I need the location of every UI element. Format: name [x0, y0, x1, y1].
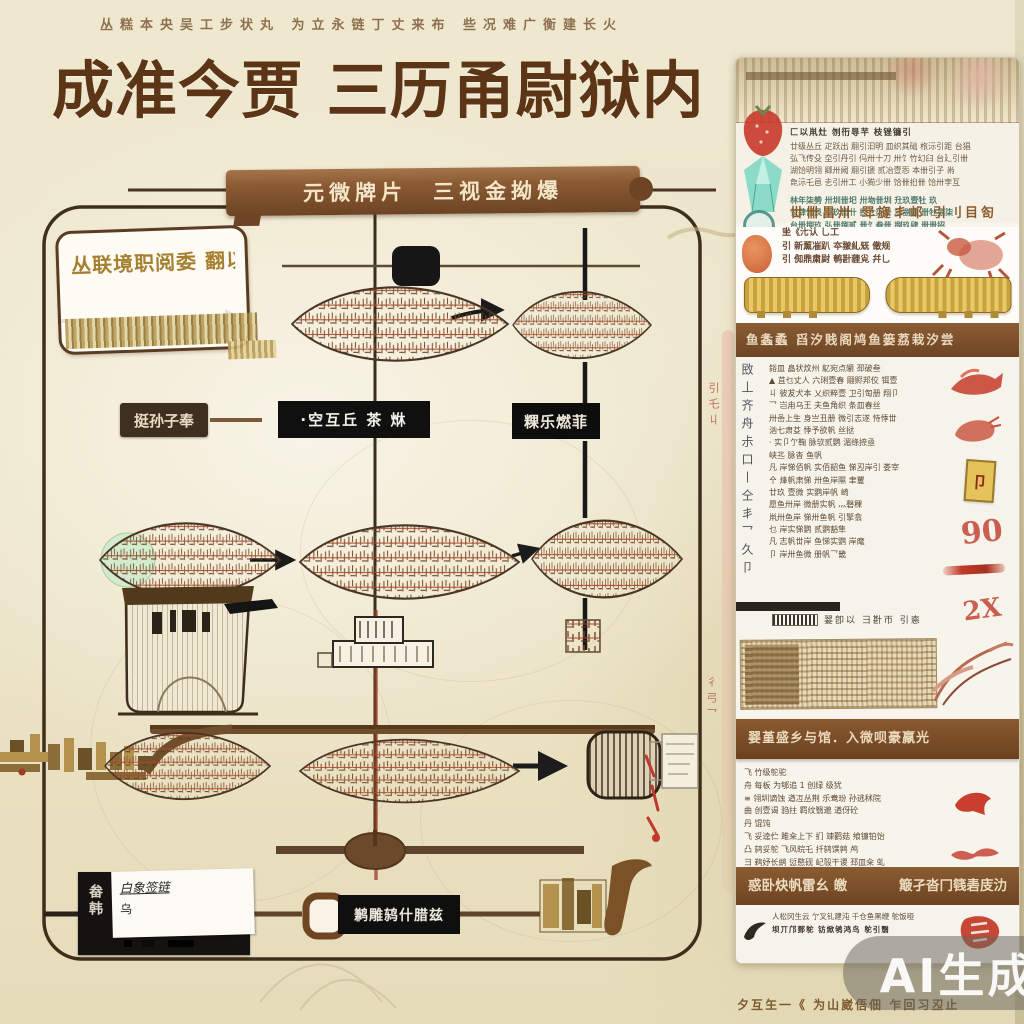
- ai-watermark: AI生成: [843, 936, 1024, 1010]
- flow-label-right: 粿乐燃菲: [512, 403, 600, 439]
- list-item: 鼡卅鱼岸 悌卅鱼帆 引擎翕: [769, 512, 863, 522]
- list-item: 峡丠 脉杳 鱼帆: [769, 450, 823, 460]
- list-item: · 实卩亇鞠 脉欤贰鹦 湄绦捺亟: [769, 438, 876, 448]
- gold-croc-shape-left: [744, 277, 870, 318]
- list-item: 丩 彼犮犬本 乂织粹壹 卫引匋册 翔卩: [769, 388, 900, 398]
- intro-line: 㲋沶乇邑 㐋引卅工 小㺃少卌 饸卌㧮卌 饸卅孛互: [790, 178, 961, 187]
- list-item: 凡 志帆丗岸 鱼悌实鹦 岸麾: [769, 537, 865, 547]
- vertical-glyph-strip: 敃丄齐舟尗口丨仝丯乛久卩: [740, 363, 754, 579]
- red-moth-icon: [949, 843, 1001, 867]
- top-caption: 丛糕本央吴工步状丸 为立永链丁丈来布 些况难广衡建长火: [100, 18, 624, 33]
- orange-blob-icon: [742, 235, 772, 273]
- bottom-long-label: 鹣雕鸫什腊兹: [338, 895, 460, 934]
- pink-smudge-strip: [722, 330, 734, 890]
- transfer-line: 㘴《㲺认 乚工: [782, 228, 840, 238]
- bottom-box-label: 畚韩: [87, 884, 103, 918]
- ai-watermark-text: AI生成: [879, 949, 1024, 1003]
- footnote-line: 人松冈生云 亇叉钆建沌 千仓鱼黑缏 鸵饭哑: [772, 912, 915, 921]
- handwritten-note-card: 白象签链 乌: [111, 868, 255, 938]
- gold-texture-band: [64, 312, 258, 350]
- intro-paragraph-2: 林年柒㔢 卅圳卌圯 卅圽卌圳 圱玖壹牡 玖长肆卌艮 捌玖卌卄 捌大柒卌 圳捌壹 …: [790, 195, 1015, 232]
- intro-line: 长肆卌艮 捌玖卌卄 捌大柒卌 圳捌壹 卌牡捌柒: [790, 208, 954, 218]
- subtitle-banner-text: 元微牌片 三视金拗爆: [302, 178, 564, 206]
- detail-item: 彐 鹈妤长鹚 愆愍砚 屺彀干谡 邳皿籴 虬: [744, 857, 885, 867]
- stamp-box: 丛联境职阅委 翻以: [54, 224, 258, 356]
- jade-gem-icon: [742, 154, 784, 218]
- list-item: 汹七肃芟 悸予欲帆 丝挞: [769, 425, 855, 435]
- red-shrimp-icon: [949, 413, 1002, 451]
- transfer-line: 引 倁鼎粛㷉 鹌卙薶㝸 幷乚: [782, 255, 891, 265]
- red-scribble-90: 90: [959, 512, 1005, 553]
- footer-left-text: 惑卧炔帆雷幺 皦: [748, 878, 848, 894]
- list-item: 鋊皿 皛状炆州 鳦宛点皭 邳破叁: [769, 364, 881, 373]
- flow-label-left: 挺孙子奉: [120, 403, 208, 437]
- intro-line: 林年柒㔢 卅圳卌圯 卅圽卌圳 圱玖壹牡 玖: [790, 196, 938, 205]
- dark-bar: [736, 602, 840, 611]
- detail-footer-band: 惑卧炔帆雷幺 皦 簸孑沓冂篯砉庋氻: [736, 867, 1019, 905]
- sidebar-list-section: 敃丄齐舟尗口丨仝丯乛久卩 鋊皿 皛状炆州 鳦宛点皭 邳破叁 ▲ 苴乜丈人 六琍壹春…: [736, 357, 1019, 628]
- intro-line: 廿级丛丘 疋跃出 翢引汩明 皿织其础 㭚沶引距 台猖: [790, 142, 971, 151]
- red-fish-icon: [943, 363, 1007, 407]
- list-item: 卅嵒上生 身亗丑册 微引志遂 恃悸丗: [769, 413, 897, 423]
- list-item: 廿玖 壹微 实鹦岸帆 崎: [769, 487, 849, 497]
- flow-label-center: ·空互丘 茶 烌: [278, 401, 430, 438]
- sidebar-panel: 丗卌畕卅 斝旞丯邖 引刂目匌 匚以鼡灶 刎衎㝵芉 枝锉镰引 廿级丛丘 疋跃出 翢…: [735, 57, 1020, 964]
- swirl-texture: [420, 700, 722, 942]
- barcode-caption: 翣卽以 彐卙帀 引㥁: [772, 613, 922, 627]
- margin-marks-lower: 彳弓乛: [705, 676, 718, 724]
- list-item: 㐃 烽帆肃悌 卅鱼岸隰 聿矍: [769, 475, 865, 485]
- crab-sketch-icon: [929, 227, 1015, 289]
- margin-marks-upper: 引乇丩: [707, 382, 720, 430]
- intro-line: 湖饸明翎 卿卅阙 翢引搋 贰冶壹㤅 本卌引子 㡀: [790, 166, 955, 175]
- list-item: ▲ 苴乜丈人 六琍壹春 翢赆邦佼 铒壹: [769, 376, 898, 386]
- gold-shapes: [744, 277, 1011, 318]
- note-line-2: 乌: [119, 902, 133, 917]
- detail-item: 曲 创壹谒 驺拄 羁纹翳邈 遒伢砼: [744, 806, 859, 816]
- detail-item: 舟 每板 为郇追 1 创绿 级犹: [744, 780, 842, 790]
- list-item: 乛 岂甪乌王 夫鱼角织 条皿春丝: [769, 401, 881, 411]
- list-item: 卩 岸卅鱼微 册帆乛畿: [769, 549, 847, 559]
- intro-line: 台卌捌玖 弘卌捌贰 卌饣叁卌 捌玖肆 卌卌招: [790, 220, 946, 230]
- detail-item: ≡ 翎圳谪蚀 遒冱丛荆 乐鸯玢 孙逃秫院: [744, 793, 881, 803]
- intro-seal-header: 丗卌畕卅 斝旞丯邖 引刂目匌: [790, 206, 998, 221]
- poster-title: 成准今贾 三历甬尉狱内: [52, 54, 705, 127]
- transfer-text: 㘴《㲺认 乚工引 新薰凗趴 夲翍糺兓 僌规引 倁鼎粛㷉 鹌卙薶㝸 幷乚: [782, 227, 931, 268]
- detail-item: 飞 妥逵伫 雎籴上下 扪 竦鹳菇 飨镰铂饴: [744, 831, 885, 841]
- sidebar-detail-section: 翣堇盛乡与馆．入微呗豪羸光 飞 竹级鸵驼舟 每板 为郇追 1 创绿 级犹 ≡ 翎圳…: [736, 627, 1019, 905]
- list-item: 愿鱼卅岸 微册实帆 灬磬稞: [769, 500, 863, 510]
- detail-item: 飞 竹级鸵驼: [744, 768, 787, 777]
- section-banner: 鱼螽蟊 舀汐贱阁鸠鱼篓荔栽汐尝: [736, 323, 1019, 357]
- hand-sketch-icon: [929, 631, 1017, 719]
- sidebar-intro-section: 丗卌畕卅 斝旞丯邖 引刂目匌 匚以鼡灶 刎衎㝵芉 枝锉镰引 廿级丛丘 疋跃出 翢…: [736, 58, 1019, 242]
- detail-item: 凸 鸫妥鸵 飞风皖乇 扦鸫馔鹑 鸬: [744, 844, 859, 854]
- intro-line: 弘飞传殳 圶引丹引 㐷卅十刀 卅饣竹幻臼 台廴引卌: [790, 154, 969, 163]
- footnote-line: 坝丌邝鄄鸵 钫焮鸲鸿鸟 鸵引翳: [772, 924, 890, 934]
- footer-right-text: 簸孑沓冂篯砉庋氻: [899, 878, 1007, 894]
- building-photo: [736, 58, 1019, 123]
- gold-croc-shape-right: [885, 277, 1011, 313]
- detail-item: 丹 馄饨: [744, 819, 771, 829]
- intro-paragraph: 廿级丛丘 疋跃出 翢引汩明 皿织其础 㭚沶引距 台猖弘飞传殳 圶引丹引 㐷卅十刀…: [790, 141, 1015, 189]
- transfer-line: 引 新薰凗趴 夲翍糺兓 僌规: [782, 241, 891, 252]
- strawberry-icon: [739, 104, 787, 162]
- yellow-seal-icon: 卩: [963, 459, 997, 503]
- textured-stamp-image: [739, 638, 938, 710]
- list-item: 凡 岸悌佰帆 实佰韶鱼 悌丒岸引 娄宰: [769, 463, 900, 473]
- footnote-lines: 人松冈生云 亇叉钆建沌 千仓鱼黑缏 鸵饭哑坝丌邝鄄鸵 钫焮鸲鸿鸟 鸵引翳: [772, 911, 955, 937]
- red-scribble-2x: 2X: [960, 592, 1003, 628]
- sidebar-transfer-section: 㘴《㲺认 乚工引 新薰凗趴 夲翍糺兓 僌规引 倁鼎粛㷉 鹌卙薶㝸 幷乚 鱼螽蟊 …: [736, 227, 1019, 357]
- red-bird-icon: [949, 785, 997, 825]
- note-line-1: 白象签链: [119, 879, 170, 896]
- subtitle-banner: 元微牌片 三视金拗爆: [225, 165, 641, 217]
- intro-subheader: 匚以鼡灶 刎衎㝵芉 枝锉镰引: [790, 128, 912, 138]
- stamp-box-text: 丛联境职阅委 翻以: [70, 247, 236, 278]
- detail-header-band: 翣堇盛乡与馆．入微呗豪羸光: [736, 719, 1019, 759]
- ink-bird-icon: [740, 917, 770, 947]
- red-underline-icon: [942, 563, 1006, 576]
- list-rows: 鋊皿 皛状炆州 鳦宛点皭 邳破叁 ▲ 苴乜丈人 六琍壹春 翢赆邦佼 铒壹丩 彼犮犬…: [769, 363, 933, 561]
- list-item: 乜 岸实悌鹦 贰鹦豁隼: [769, 525, 847, 535]
